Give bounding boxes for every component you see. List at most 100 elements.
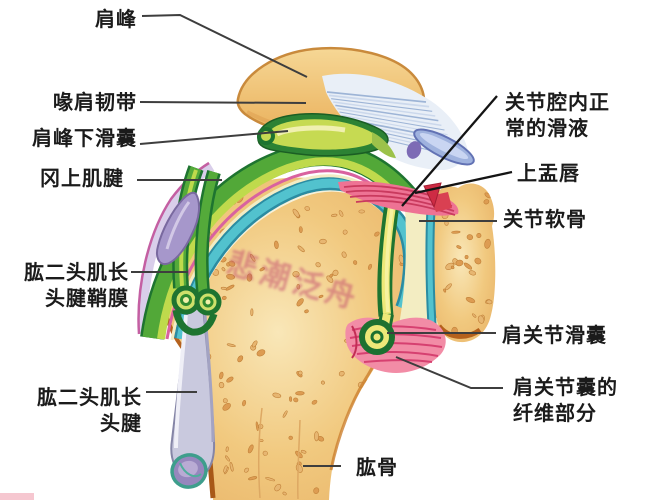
bone-speckle: [272, 392, 282, 399]
bone-speckle: [463, 262, 473, 270]
bone-speckle: [292, 271, 300, 278]
bone-speckle: [248, 476, 258, 481]
bone-speckle: [486, 299, 493, 305]
bone-speckle: [220, 286, 227, 290]
line-capsule-fibers: [395, 356, 503, 389]
bone-speckle: [218, 382, 225, 389]
bone-speckle: [222, 402, 231, 411]
bone-speckle: [484, 238, 491, 249]
line-acromion: [141, 13, 308, 78]
label-coracoacromial-ligament: 喙肩韧带: [53, 92, 137, 114]
bone-speckle: [332, 269, 339, 277]
bone-speckles-glenoid: [441, 192, 493, 335]
bone-speckle: [246, 273, 253, 282]
bone-speckle: [455, 259, 464, 267]
glenoid-cartilage-strip: [425, 207, 437, 327]
bone-speckle: [321, 380, 325, 385]
bone-crack-line: [257, 407, 263, 499]
bone-speckle: [250, 308, 254, 317]
label-subacromial-bursa: 肩峰下滑囊: [32, 128, 137, 150]
bone-speckle: [474, 257, 482, 265]
subacromial-bursa-shape: [257, 113, 396, 158]
bone-speckle: [282, 491, 287, 496]
bone-speckle: [226, 273, 236, 280]
label-superior-labrum: 上盂唇: [517, 163, 580, 185]
humerus-bone: [158, 177, 418, 500]
bone-speckle: [247, 444, 254, 454]
bone-speckle: [338, 370, 345, 377]
bone-speckle: [221, 295, 227, 300]
bone-speckle: [464, 254, 469, 260]
bone-speckle: [304, 309, 309, 314]
coracoacromial-ligament-fan: [322, 73, 475, 170]
label-fibrous-joint-capsule: 肩关节囊的 纤维部分: [513, 377, 618, 426]
bone-speckle: [226, 343, 236, 347]
bone-speckle: [445, 283, 452, 291]
label-articular-cartilage: 关节软骨: [503, 209, 587, 231]
line-superior-labrum: [414, 170, 513, 195]
bone-speckle: [274, 483, 282, 492]
subscapularis-strip: [156, 191, 201, 266]
line-subacromial-bursa: [139, 130, 289, 145]
label-normal-synovial-fluid: 关节腔内正 常的滑液: [505, 92, 610, 141]
line-coracoacromial-ligament: [139, 101, 307, 104]
bone-speckle: [262, 450, 268, 456]
bone-speckle: [468, 270, 477, 276]
bone-speckle: [476, 232, 482, 238]
bone-speckle: [466, 234, 474, 241]
bone-speckle: [221, 267, 226, 272]
ligament-purple-tip: [406, 141, 422, 159]
bone-speckle: [443, 288, 447, 293]
ligament-fiber: [333, 101, 436, 117]
bone-speckle: [226, 376, 234, 383]
bone-speckle: [338, 210, 344, 217]
bone-speckle: [274, 240, 279, 249]
watermark-fragment: [0, 493, 34, 500]
bone-speckle: [242, 399, 247, 407]
bone-speckle: [265, 477, 276, 482]
bone-speckle: [304, 206, 310, 211]
ligament-fiber: [331, 98, 433, 112]
label-biceps-long-head-tendon: 肱二头肌长 头腱: [37, 387, 142, 436]
bone-speckle: [331, 213, 338, 217]
label-biceps-long-head-tendon-sheath: 肱二头肌长 头腱鞘膜: [24, 262, 129, 311]
bone-speckle: [326, 275, 334, 283]
bone-speckle: [295, 391, 305, 396]
bone-speckle: [225, 455, 230, 462]
bone-speckle: [465, 297, 476, 304]
bone-speckle: [237, 355, 244, 363]
bone-speckle: [249, 253, 256, 262]
bone-speckle: [311, 399, 318, 405]
label-humerus: 肱骨: [356, 457, 398, 479]
bone-speckle: [259, 267, 265, 272]
line-synovial-fluid: [401, 95, 498, 207]
bone-speckle: [374, 231, 380, 237]
bone-speckle: [222, 398, 228, 404]
bone-speckle: [472, 313, 477, 318]
bone-speckle: [342, 229, 348, 235]
bone-speckle: [314, 431, 319, 442]
bone-speckle: [296, 298, 304, 307]
bone-speckle: [292, 208, 300, 218]
leader-lines: [131, 13, 513, 467]
bone-speckle: [315, 262, 321, 268]
bone-speckle: [353, 260, 358, 265]
bone-speckle: [456, 245, 462, 249]
label-supraspinatus-tendon: 冈上肌腱: [40, 168, 124, 190]
bone-speckle: [289, 396, 293, 402]
label-acromion: 肩峰: [95, 9, 137, 31]
bone-speckle: [223, 465, 228, 473]
bone-speckle: [297, 245, 305, 253]
bone-speckle: [244, 467, 250, 473]
bone-speckle: [298, 226, 303, 233]
bone-speckle: [219, 371, 224, 380]
bone-speckle: [358, 209, 365, 214]
tendon-sheath-rings: [171, 285, 222, 336]
bone-speckle: [229, 462, 234, 472]
bone-speckle: [318, 294, 324, 299]
ligament-fiber: [339, 111, 445, 131]
bone-speckle: [225, 284, 235, 291]
bone-crack-line: [296, 419, 301, 500]
bone-speckle: [228, 260, 236, 267]
